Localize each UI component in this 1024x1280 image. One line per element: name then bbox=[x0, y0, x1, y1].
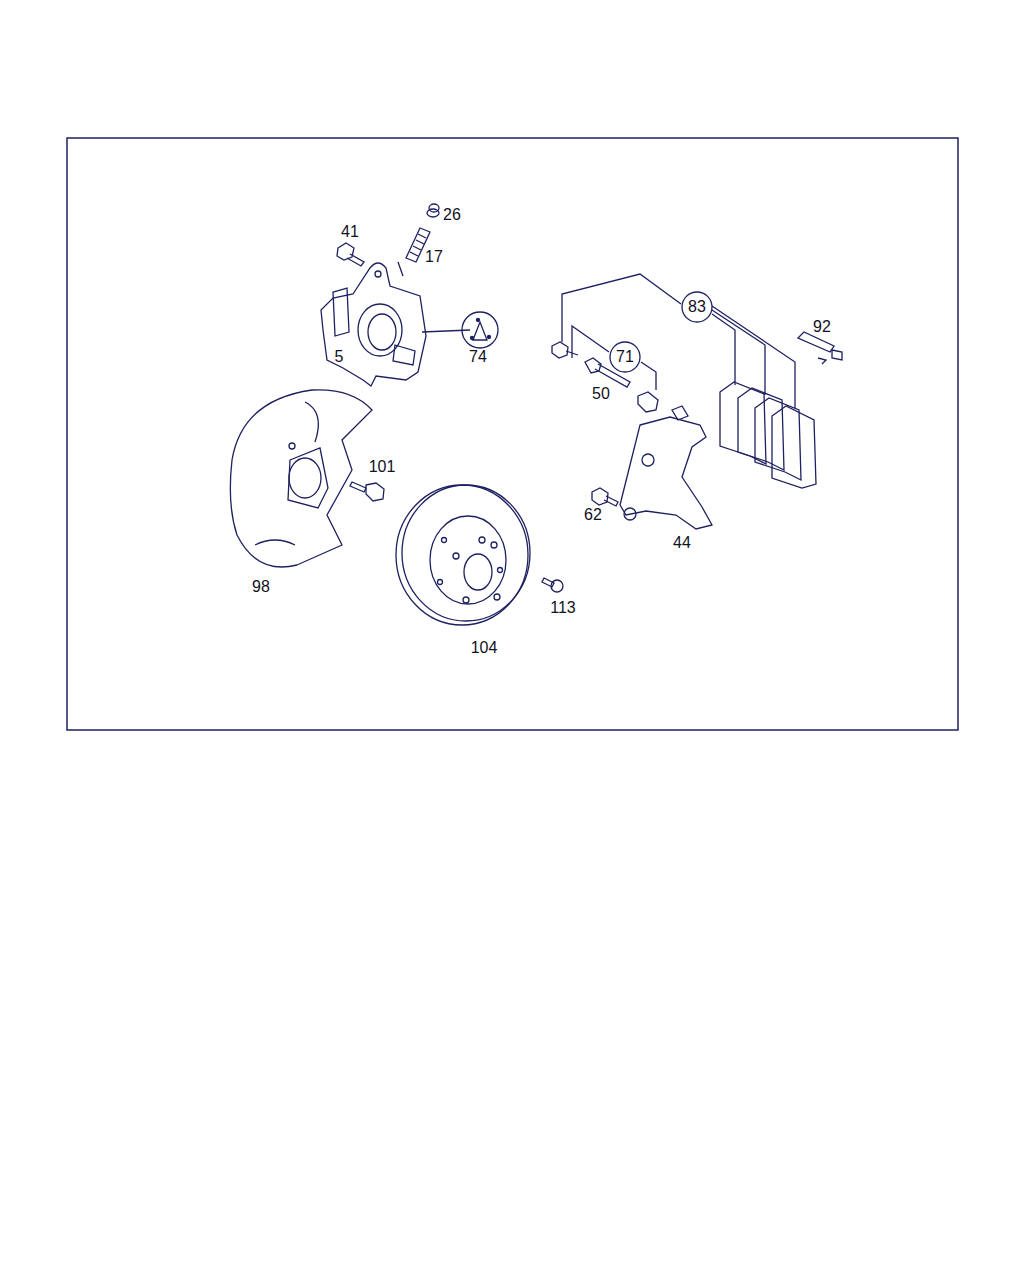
bolt bbox=[337, 243, 364, 266]
wear-sensor bbox=[798, 332, 842, 364]
bolt bbox=[592, 488, 618, 506]
callout-number: 17 bbox=[425, 249, 443, 265]
brake-disc bbox=[396, 485, 530, 625]
callout-number: 104 bbox=[471, 640, 498, 656]
callout-number: 98 bbox=[252, 579, 270, 595]
bleed-screw bbox=[398, 204, 439, 276]
bolt bbox=[350, 482, 384, 501]
bracket-lines bbox=[562, 274, 795, 408]
bolt bbox=[542, 578, 563, 592]
callout-number: 26 bbox=[443, 207, 461, 223]
splash-shield bbox=[230, 390, 372, 567]
guide-bolt bbox=[552, 342, 658, 412]
caliper bbox=[321, 263, 470, 386]
circled-callout: 83 bbox=[681, 291, 713, 323]
callout-number: 74 bbox=[469, 349, 487, 365]
callout-number: 5 bbox=[335, 349, 344, 365]
callout-number: 62 bbox=[584, 507, 602, 523]
grease-symbol bbox=[462, 312, 498, 348]
callout-number: 101 bbox=[369, 459, 396, 475]
callout-number: 113 bbox=[550, 600, 576, 616]
brake-pads bbox=[720, 382, 816, 488]
frame bbox=[67, 138, 958, 730]
callout-number: 83 bbox=[688, 299, 706, 315]
callout-number: 71 bbox=[616, 349, 634, 365]
caliper-carrier bbox=[620, 406, 712, 529]
callout-number: 41 bbox=[341, 224, 359, 240]
callout-number: 50 bbox=[592, 386, 610, 402]
callout-number: 44 bbox=[673, 535, 691, 551]
callout-number: 92 bbox=[813, 319, 831, 335]
circled-callout: 71 bbox=[609, 341, 641, 373]
